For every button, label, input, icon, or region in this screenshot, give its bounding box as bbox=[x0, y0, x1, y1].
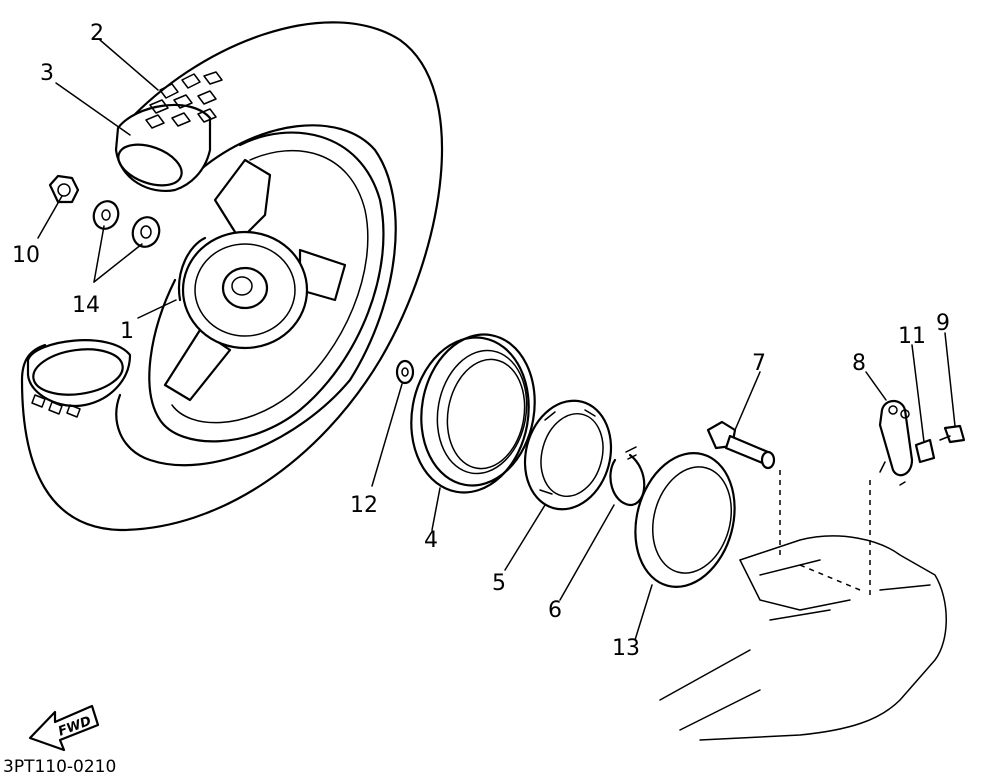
callout-5: 5 bbox=[492, 571, 506, 596]
callout-12: 12 bbox=[350, 493, 378, 518]
brake-shoe bbox=[523, 399, 613, 511]
tire bbox=[20, 21, 444, 532]
leader-lines bbox=[37, 39, 956, 641]
final-drive-housing bbox=[659, 470, 947, 741]
callout-8: 8 bbox=[852, 351, 866, 376]
callout-10: 10 bbox=[12, 243, 40, 268]
washers bbox=[92, 200, 161, 248]
fwd-arrow-icon bbox=[28, 704, 100, 752]
callout-9: 9 bbox=[936, 311, 950, 336]
callout-labels: 2 3 10 14 1 12 4 5 6 13 7 8 11 9 bbox=[12, 21, 950, 661]
forward-arrow: FWD bbox=[28, 704, 100, 752]
callout-1: 1 bbox=[120, 319, 134, 344]
nut bbox=[48, 174, 80, 204]
callout-3: 3 bbox=[40, 61, 54, 86]
brake-drum bbox=[410, 333, 536, 494]
circlip bbox=[609, 446, 646, 507]
wheel-rim bbox=[148, 131, 385, 443]
callout-13: 13 bbox=[612, 636, 640, 661]
callout-6: 6 bbox=[548, 598, 562, 623]
seal-ring bbox=[634, 452, 736, 588]
callout-14: 14 bbox=[72, 293, 100, 318]
brake-camshaft bbox=[706, 420, 776, 470]
callout-11: 11 bbox=[898, 324, 926, 349]
callout-4: 4 bbox=[424, 528, 438, 553]
callout-7: 7 bbox=[752, 351, 766, 376]
small-washer bbox=[395, 359, 415, 385]
callout-2: 2 bbox=[90, 21, 104, 46]
lever-bolt bbox=[939, 424, 966, 444]
brake-lever bbox=[878, 399, 914, 486]
lever-clip bbox=[914, 438, 936, 464]
diagram-code: 3PT110-0210 bbox=[3, 757, 116, 777]
